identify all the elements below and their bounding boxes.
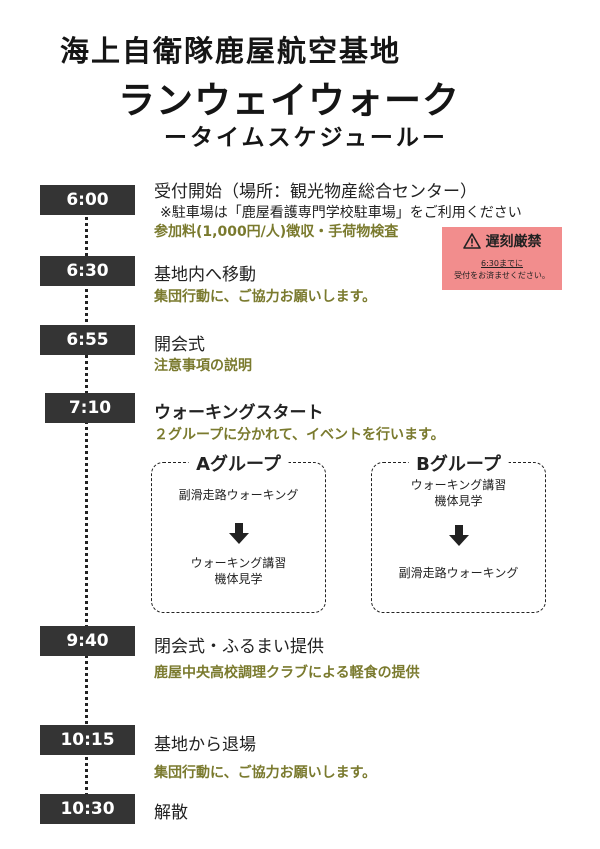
group-b-title: Bグループ (408, 450, 509, 476)
group-b-step1-line1: ウォーキング講習 (410, 478, 507, 492)
event-title-opening: 開会式 (154, 335, 205, 355)
warning-icon (462, 233, 481, 249)
time-box-0940: 9:40 (40, 626, 135, 656)
down-arrow-icon (228, 523, 249, 544)
event-venue-title: 海上自衛隊鹿屋航空基地 (60, 34, 402, 68)
late-warning-box: 遅刻厳禁 6:30までに 受付をお済ませください。 (442, 227, 562, 290)
time-box-0630: 6:30 (40, 256, 135, 286)
timeline-dotted-line (85, 212, 88, 802)
parking-note: ※駐車場は「鹿屋看護専門学校駐車場」をご利用ください (160, 205, 522, 221)
event-sub-fee: 参加料(1,000円/人)徴収・手荷物検査 (154, 224, 399, 240)
event-title-closing: 閉会式・ふるまい提供 (154, 637, 324, 657)
time-box-1030: 10:30 (40, 794, 135, 824)
time-box-0655: 6:55 (40, 325, 135, 355)
time-box-0710: 7:10 (45, 393, 135, 423)
event-title-walking-start: ウォーキングスタート (154, 403, 324, 423)
event-sub-cooperation-2: 集団行動に、ご協力お願いします。 (154, 765, 377, 781)
group-b-step2: 副滑走路ウォーキング (398, 566, 519, 580)
event-title-move: 基地内へ移動 (154, 265, 256, 285)
group-a-step2-line2: 機体見学 (214, 572, 263, 586)
event-sub-groups: ２グループに分かれて、イベントを行います。 (154, 427, 445, 443)
warning-deadline: 6:30までに (481, 259, 523, 268)
down-arrow-icon (448, 525, 469, 546)
event-sub-precautions: 注意事項の説明 (154, 358, 252, 374)
event-title-reception: 受付開始（場所：観光物産総合センター） (154, 182, 477, 202)
time-box-0600: 6:00 (40, 185, 135, 215)
event-name-title: ランウェイウォーク (118, 79, 460, 122)
event-sub-light-meal: 鹿屋中央高校調理クラブによる軽食の提供 (154, 665, 420, 681)
event-title-dismissal: 解散 (154, 803, 188, 823)
event-title-exit: 基地から退場 (154, 735, 256, 755)
event-sub-cooperation: 集団行動に、ご協力お願いします。 (154, 289, 377, 305)
warning-instruction: 受付をお済ませください。 (454, 271, 550, 280)
group-b-box: Bグループ ウォーキング講習 機体見学 副滑走路ウォーキング (371, 450, 546, 613)
time-box-1015: 10:15 (40, 725, 135, 755)
group-b-step1-line2: 機体見学 (434, 494, 483, 508)
group-a-title: Aグループ (188, 450, 289, 476)
group-a-step1: 副滑走路ウォーキング (178, 488, 299, 502)
schedule-subtitle: ータイムスケジュールー (164, 125, 448, 151)
group-a-step2-line1: ウォーキング講習 (190, 556, 287, 570)
warning-label: 遅刻厳禁 (485, 234, 542, 250)
group-a-box: Aグループ 副滑走路ウォーキング ウォーキング講習 機体見学 (151, 450, 326, 613)
